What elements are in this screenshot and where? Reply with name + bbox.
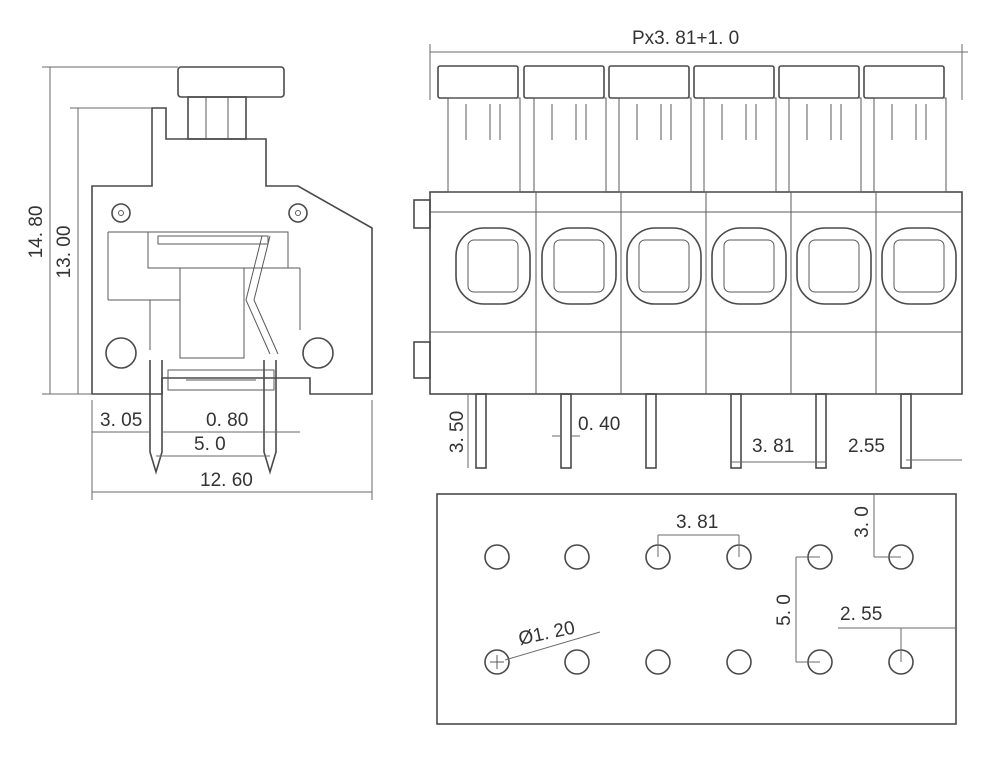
dim-pin-length: 3. 50 xyxy=(447,411,468,453)
dim-overall-height: 14. 80 xyxy=(26,206,47,259)
mount-hole-top-right xyxy=(288,203,308,223)
lever-head xyxy=(177,66,285,98)
front-pin-2 xyxy=(560,393,572,469)
side-pin-right xyxy=(263,360,277,475)
mount-hole-top-left xyxy=(111,203,131,223)
pcb-layout: 3. 81 3. 0 5. 0 Ø1. 20 2. 55 xyxy=(436,493,957,725)
mount-hole-bottom-left xyxy=(105,337,137,369)
pole-1 xyxy=(437,65,531,305)
pole-6 xyxy=(863,65,957,305)
dim-pcb-row-spacing: 5. 0 xyxy=(774,594,795,626)
dim-hole-diameter: Ø1. 20 xyxy=(517,617,577,649)
front-pin-6 xyxy=(900,393,912,469)
dim-overall-width: 12. 60 xyxy=(200,470,253,491)
dim-pitch-formula: Px3. 81+1. 0 xyxy=(632,28,739,49)
pcb-hole xyxy=(564,544,590,570)
pcb-hole xyxy=(726,649,752,675)
dim-pin-offset: 2.55 xyxy=(848,436,885,457)
pcb-outline xyxy=(436,493,957,725)
dim-pin-thickness: 0. 40 xyxy=(578,414,620,435)
dim-pcb-pitch: 3. 81 xyxy=(676,512,718,533)
front-pin-5 xyxy=(815,393,827,469)
mount-hole-bottom-right xyxy=(302,337,334,369)
pcb-hole xyxy=(484,649,510,675)
dim-pcb-pin-offset: 2. 55 xyxy=(840,604,882,625)
front-body xyxy=(429,191,963,395)
dim-pin-width: 0. 80 xyxy=(206,410,248,431)
side-pin-left xyxy=(149,360,163,475)
front-pin-4 xyxy=(730,393,742,469)
pcb-hole xyxy=(645,649,671,675)
front-pin-3 xyxy=(645,393,657,469)
front-view: Px3. 81+1. 0 xyxy=(413,28,968,469)
dim-pitch: 3. 81 xyxy=(752,436,794,457)
dim-pin-spacing-side: 5. 0 xyxy=(194,434,226,455)
front-pin-1 xyxy=(475,393,487,469)
dim-offset-left: 3. 05 xyxy=(100,410,142,431)
pole-5 xyxy=(778,65,872,305)
lever-stem xyxy=(187,96,247,140)
pole-2 xyxy=(523,65,617,305)
dim-pcb-row-offset: 3. 0 xyxy=(852,506,873,538)
pcb-hole xyxy=(564,649,590,675)
pcb-hole xyxy=(484,544,510,570)
side-view: 14. 80 13. 00 3. 05 0. 80 5. 0 12. 60 xyxy=(26,66,373,500)
side-body-outline xyxy=(91,107,373,395)
dim-body-height: 13. 00 xyxy=(54,226,75,279)
pole-4 xyxy=(693,65,787,305)
pole-3 xyxy=(608,65,702,305)
